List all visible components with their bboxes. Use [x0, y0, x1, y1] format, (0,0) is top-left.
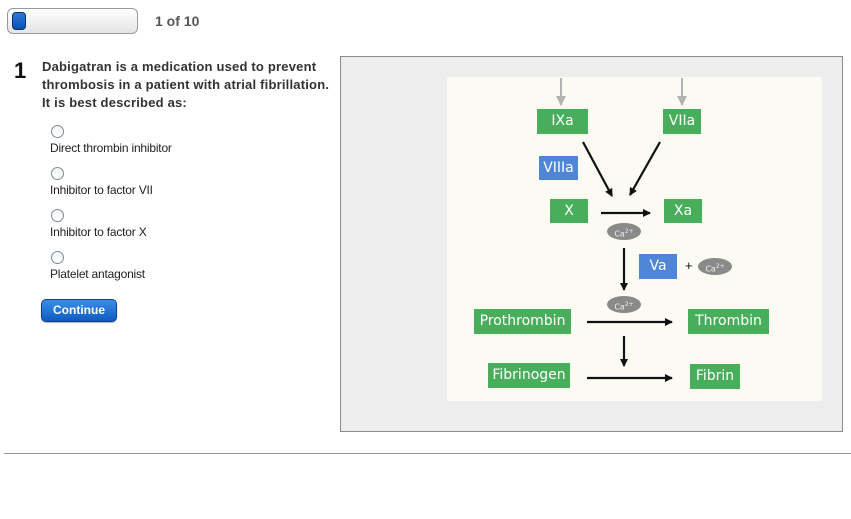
calcium-charge: 2+: [624, 228, 634, 235]
calcium-ion: Ca2+: [607, 223, 641, 240]
answer-option[interactable]: Direct thrombin inhibitor: [50, 125, 172, 155]
progress-label: 1 of 10: [155, 13, 200, 29]
radio-button[interactable]: [51, 209, 64, 222]
calcium-ion: Ca2+: [698, 258, 732, 275]
calcium-charge: 2+: [715, 263, 725, 270]
answer-option[interactable]: Inhibitor to factor X: [50, 209, 147, 239]
radio-button[interactable]: [51, 251, 64, 264]
node-x: X: [550, 199, 588, 223]
option-label[interactable]: Platelet antagonist: [50, 267, 145, 281]
option-label[interactable]: Inhibitor to factor X: [50, 225, 147, 239]
divider: [4, 453, 851, 454]
calcium-symbol: Ca: [614, 229, 625, 239]
arrow-viia-to-xa: [629, 141, 661, 196]
calcium-charge: 2+: [624, 301, 634, 308]
arrow-ixa-to-xa: [582, 141, 613, 197]
node-fibrinogen: Fibrinogen: [488, 363, 570, 388]
coagulation-diagram: [447, 77, 822, 401]
node-prothrombin: Prothrombin: [474, 309, 571, 334]
radio-button[interactable]: [51, 167, 64, 180]
node-viiia: VIIIa: [539, 156, 578, 180]
option-label[interactable]: Direct thrombin inhibitor: [50, 141, 172, 155]
node-fibrin: Fibrin: [690, 364, 740, 389]
calcium-symbol: Ca: [614, 302, 625, 312]
plus-sign: +: [685, 258, 693, 273]
node-va: Va: [639, 254, 677, 279]
option-label[interactable]: Inhibitor to factor VII: [50, 183, 153, 197]
answer-option[interactable]: Inhibitor to factor VII: [50, 167, 153, 197]
answer-option[interactable]: Platelet antagonist: [50, 251, 145, 281]
node-ixa: IXa: [537, 109, 588, 134]
calcium-symbol: Ca: [705, 264, 716, 274]
question-number: 1: [14, 58, 27, 83]
progress-bar: [7, 8, 138, 34]
question-text: Dabigatran is a medication used to preve…: [42, 59, 330, 110]
node-viia: VIIa: [663, 109, 701, 134]
continue-button[interactable]: Continue: [41, 299, 117, 322]
progress-fill: [12, 12, 26, 30]
node-xa: Xa: [664, 199, 702, 223]
node-thrombin: Thrombin: [688, 309, 769, 334]
radio-button[interactable]: [51, 125, 64, 138]
calcium-ion: Ca2+: [607, 296, 641, 313]
